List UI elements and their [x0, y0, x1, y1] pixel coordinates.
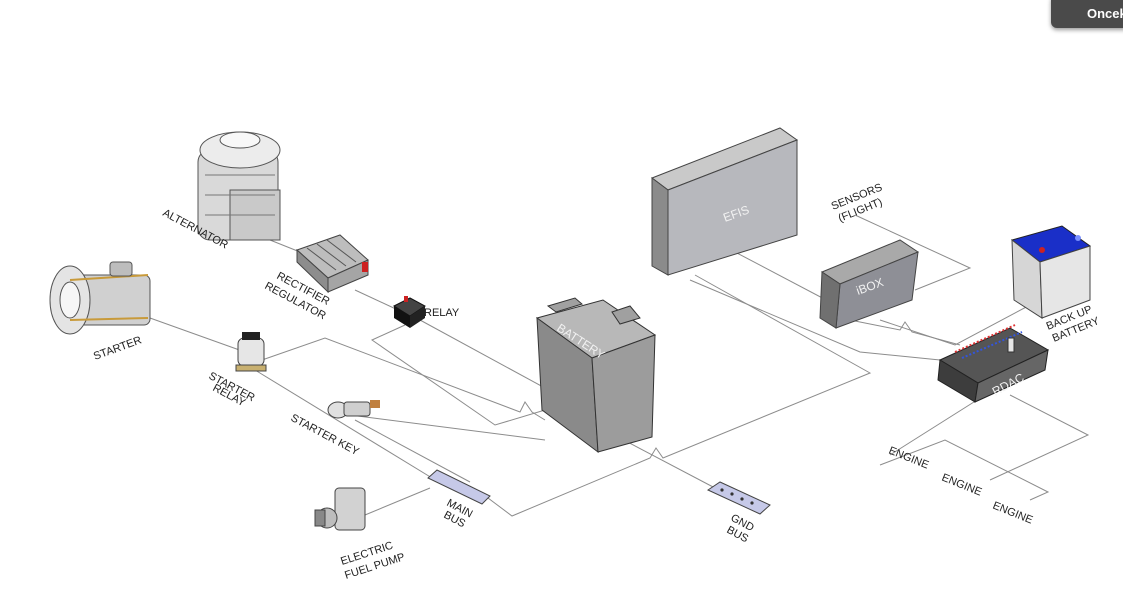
- engine-label-1: ENGINE: [887, 445, 931, 472]
- starter-relay-icon: [235, 332, 267, 372]
- wire-rdac-engines: [989, 394, 1090, 481]
- ibox-icon: [819, 239, 920, 329]
- rectifier-regulator-icon: [296, 234, 369, 294]
- wire-sensors-ibox: [854, 214, 972, 291]
- wire-relay-battery: [419, 319, 546, 389]
- wires: [149, 214, 1090, 517]
- wire-efis-ibox: [734, 251, 831, 303]
- wire-fuelpump-mainbus: [364, 487, 431, 516]
- wire-rectifier-relay: [354, 289, 399, 311]
- rdac-icon: [937, 324, 1050, 403]
- wire-relay-loop: [370, 324, 546, 426]
- starter-key-label: STARTER KEY: [289, 412, 362, 458]
- wire-engine-net-2: [889, 394, 986, 456]
- backup-battery-icon: [1010, 225, 1092, 319]
- wire-key-mainbus: [349, 414, 546, 441]
- previous-button[interactable]: Oncek: [1051, 0, 1123, 28]
- fuel-pump-icon: [314, 487, 366, 531]
- starter-key-icon: [327, 400, 380, 419]
- main-bus-icon: [427, 469, 491, 505]
- alternator-icon: [197, 131, 281, 241]
- engine-label-3: ENGINE: [991, 500, 1035, 527]
- starter-label: STARTER: [92, 334, 143, 363]
- wire-efis-rdac: [689, 279, 941, 361]
- engine-label-2: ENGINE: [940, 472, 984, 499]
- battery-icon: [535, 297, 657, 454]
- relay-icon: [392, 296, 426, 328]
- efis-icon: [650, 127, 799, 276]
- gnd-bus-icon: [706, 481, 771, 515]
- wire-ibox-backup: [879, 304, 1031, 346]
- wire-battery-gnd: [619, 437, 716, 489]
- wire-engine-net-1: [879, 439, 1050, 501]
- wire-starter-relay-battery: [261, 337, 546, 421]
- relay-label: RELAY: [424, 307, 460, 319]
- wire-key-mainbus-2: [354, 419, 471, 483]
- wire-mainbus-efis: [479, 274, 872, 517]
- wire-starter-relay: [149, 317, 246, 353]
- wire-starter-relay-key: [254, 369, 433, 479]
- starter-icon: [49, 261, 151, 335]
